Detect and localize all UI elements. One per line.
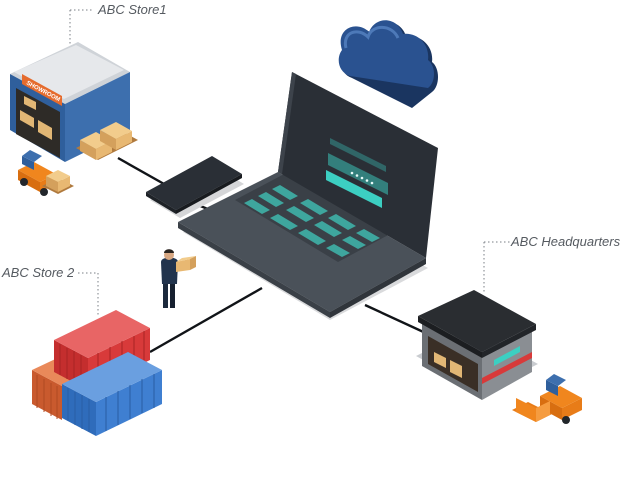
connection-store2 xyxy=(149,286,263,354)
headquarters-warehouse-icon xyxy=(416,290,538,400)
tablet-icon xyxy=(146,156,244,218)
forklift-icon xyxy=(18,150,74,196)
worker-icon xyxy=(161,249,196,308)
pallet-icon xyxy=(76,122,138,160)
label-headquarters: ABC Headquarters xyxy=(511,234,621,249)
laptop-icon xyxy=(178,72,438,320)
label-store2: ABC Store 2 xyxy=(2,265,75,280)
forklift-icon-hq xyxy=(512,374,582,424)
connection-headquarters xyxy=(364,303,431,337)
label-leaders xyxy=(69,9,510,315)
cloud-icon xyxy=(338,20,438,108)
shipping-container-icon xyxy=(32,310,162,436)
label-store1: ABC Store1 xyxy=(98,2,167,17)
